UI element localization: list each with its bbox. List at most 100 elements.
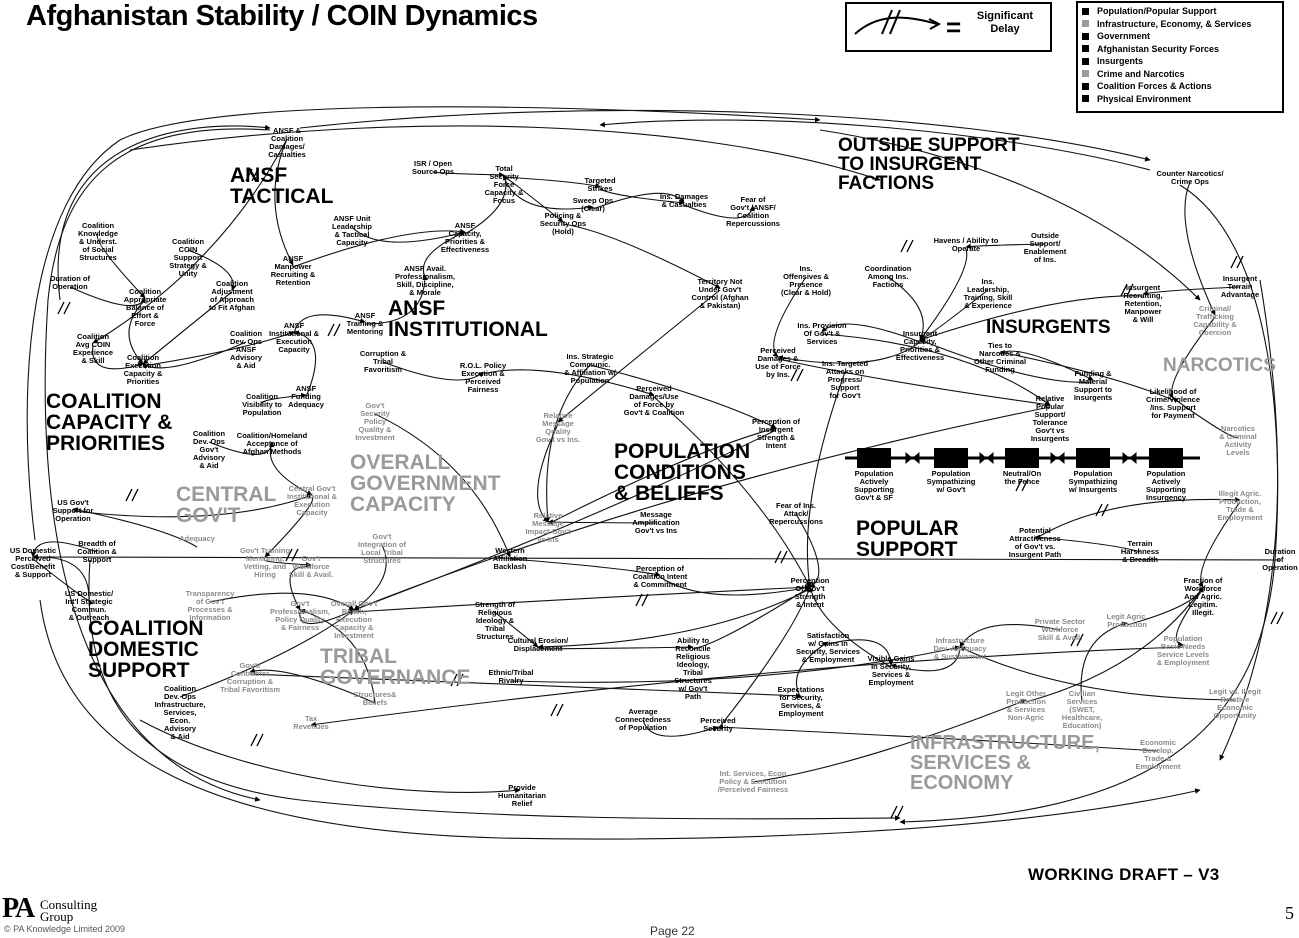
causal-arrow	[310, 646, 1184, 728]
delay-mark	[131, 488, 139, 502]
causal-arrow	[919, 339, 1094, 383]
delay-label: Significant Delay	[976, 10, 1034, 35]
causal-arrow	[965, 243, 1046, 249]
delay-mark	[1270, 611, 1278, 625]
logo-name: Consulting Group	[40, 897, 98, 924]
causal-arrow	[537, 588, 811, 650]
causal-arrow	[364, 274, 428, 325]
legend-label: Population/Popular Support	[1097, 6, 1217, 17]
delay-mark	[327, 323, 335, 337]
causal-arrow	[562, 223, 721, 289]
legend-swatch	[1082, 7, 1089, 15]
delay-mark	[1015, 478, 1023, 492]
support-stock-label: Population Sympathizing w/ Insurgents	[1068, 469, 1118, 494]
delay-mark	[1126, 283, 1134, 297]
delay-mark	[906, 239, 914, 253]
causal-arrow	[139, 719, 521, 794]
legend-label: Afghanistan Security Forces	[1097, 43, 1220, 54]
region-coalition-capacity: COALITION CAPACITY & PRIORITIES	[46, 390, 173, 455]
causal-arrow	[999, 350, 1174, 401]
node: Outside Support/ Enablement of Ins.	[1023, 231, 1067, 264]
causal-arrow	[260, 392, 307, 406]
node: Central Gov't Institutional & Execution …	[287, 484, 337, 517]
node: Coalition Dev. Ops Infrastructure, Servi…	[154, 684, 206, 741]
node: Adequacy	[179, 534, 215, 543]
region-ansf-institutional: ANSF INSTITUTIONAL	[388, 297, 548, 341]
causal-arrow	[72, 494, 313, 518]
node: ISR / Open Source Ops	[411, 159, 455, 176]
node: Funding & Material Support to Insurgents	[1073, 369, 1113, 402]
node: Ins. Offensives & Presence (Clear & Hold…	[780, 264, 832, 297]
causal-arrow	[129, 125, 881, 182]
legend-item: Coalition Forces & Actions	[1082, 80, 1282, 93]
node: Coalition Knowledge & Underst. of Social…	[77, 221, 119, 262]
node: Perceived Security	[700, 716, 736, 733]
delay-mark	[1095, 503, 1103, 517]
causal-arrow	[777, 358, 1051, 408]
causal-arrow	[1034, 497, 1241, 540]
legend-label: Government	[1097, 31, 1151, 42]
node: Policing & Security Ops (Hold)	[539, 211, 587, 236]
delay-mark	[1070, 633, 1078, 647]
flow-valve-icon	[905, 452, 920, 464]
node: Structures& Beliefs	[353, 690, 397, 707]
delay-mark	[256, 733, 264, 747]
legend-swatch	[1082, 70, 1089, 78]
causal-arrow	[653, 396, 811, 588]
node: Coalition Avg COIN Experience & Skill	[72, 332, 114, 365]
node: Perceived Damages/Use of Force by Gov't …	[623, 384, 685, 417]
node: Legit vs. Illegit Relative Economic Oppo…	[1208, 687, 1262, 720]
causal-arrow	[683, 204, 755, 219]
causal-arrow	[899, 184, 1279, 825]
node: Territory Not Under Gov't Control (Afgha…	[691, 277, 749, 310]
causal-arrow	[263, 558, 312, 568]
delay-legend: = Significant Delay	[845, 2, 1052, 52]
node: R.O.L. Policy Execution & Perceived Fair…	[459, 361, 507, 394]
region-central-govt: CENTRAL GOV'T	[176, 483, 277, 527]
node: Fear of Gov't /ANSF/ Coalition Repercuss…	[726, 195, 780, 228]
causal-arrow	[599, 119, 1151, 171]
legend-item: Population/Popular Support	[1082, 5, 1282, 18]
node: Perception Of Gov't Strength & Intent	[790, 576, 830, 609]
node: ANSF Unit Leadership & Tactical Capacity	[331, 214, 373, 247]
node: Ties to Narcotics & Other Criminal Fundi…	[973, 341, 1027, 374]
node: Illegit Agric. Production, Trade & Emplo…	[1217, 489, 1263, 522]
page-number-text: Page 22	[650, 924, 695, 938]
causal-arrow	[821, 333, 1051, 406]
legend-item: Afghanistan Security Forces	[1082, 43, 1282, 56]
causal-arrow	[999, 350, 1094, 381]
node: Corruption & Tribal Favoritism	[359, 349, 407, 374]
node: Int. Services, Econ Policy & Execution /…	[717, 769, 789, 794]
node: Overall Gov't Reach, Execution Capacity …	[330, 599, 378, 640]
slide-number: 5	[1285, 903, 1294, 923]
region-tribal-governance: TRIBAL GOVERNANCE	[320, 645, 471, 689]
node: Duration of Operation	[50, 274, 90, 291]
support-stock-label: Population Actively Supporting Insurgenc…	[1145, 469, 1187, 502]
node: Duration of Operation	[1262, 547, 1298, 572]
legend-swatch	[1082, 82, 1089, 90]
causal-arrow	[493, 611, 539, 648]
legend-label: Crime and Narcotics	[1097, 68, 1185, 79]
legend-item: Infrastructure, Economy, & Services	[1082, 18, 1282, 31]
causal-arrow	[717, 724, 1159, 752]
node: Gov't Workforce Skill & Avail.	[288, 554, 334, 579]
support-stock-box	[857, 448, 891, 468]
causal-arrow	[293, 314, 366, 335]
delay-mark	[556, 703, 564, 717]
causal-arrow	[26, 106, 821, 541]
node: ANSF Institutional & Execution Capacity	[269, 321, 319, 354]
node: Insurgent Capacity, Priorities & Effecti…	[895, 329, 945, 362]
causal-arrow	[1080, 621, 1128, 703]
causal-arrow	[659, 576, 811, 596]
causal-arrow	[1126, 586, 1204, 626]
causal-arrow	[292, 228, 466, 268]
node: Coalition Dev. Ops Gov't Advisory & Aid	[192, 429, 226, 470]
causal-arrow	[299, 609, 355, 625]
support-stock-box	[934, 448, 968, 468]
causal-arrow	[289, 566, 312, 611]
causal-arrow	[887, 276, 925, 341]
node: Potential Attractiveness of Gov't vs. In…	[1008, 526, 1062, 559]
causal-arrow	[249, 667, 376, 704]
flow-valve-icon	[1050, 452, 1065, 464]
node: Population Basic Needs Service Levels & …	[1156, 634, 1210, 667]
